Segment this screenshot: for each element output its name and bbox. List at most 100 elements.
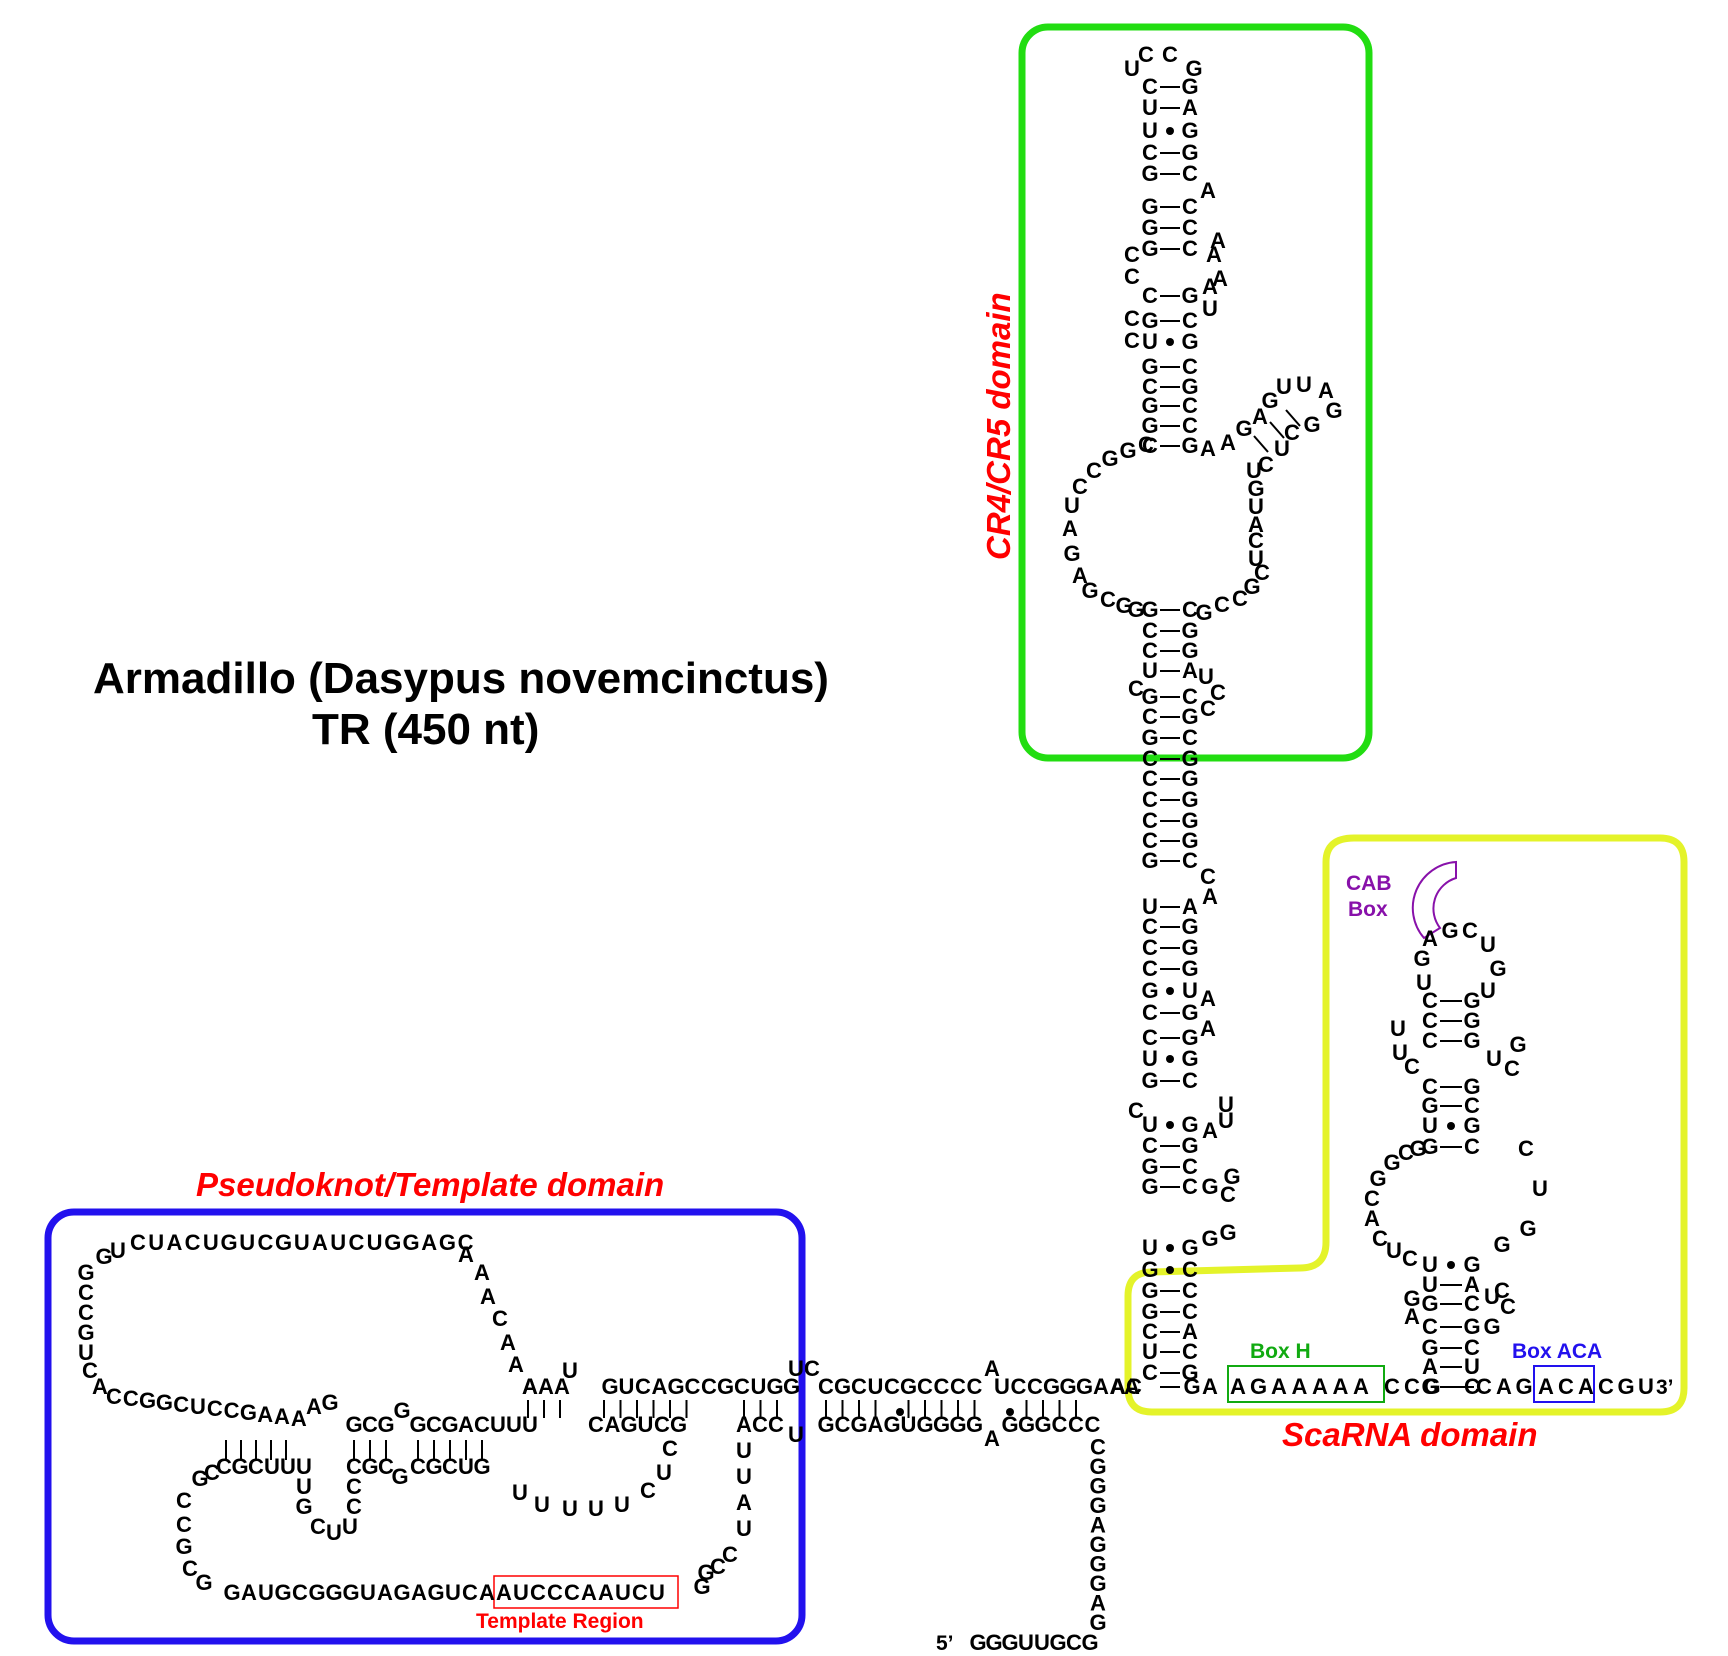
pk-right-loop-nt: C (640, 1478, 656, 1503)
cr4-stem-right-nt: C (1182, 215, 1198, 240)
pk-right-loop-nt: U (562, 1496, 578, 1521)
sca-loop-right-nt: U (1532, 1176, 1548, 1201)
stem-left-nt: U (1142, 1112, 1158, 1137)
stem-right-nt: G (1181, 914, 1198, 939)
p3-bottom-nt: G (670, 1412, 687, 1437)
cr4-bulge-right-nt: U (1202, 296, 1218, 321)
template-row-nt: U (649, 1580, 665, 1605)
box-h-sequence-nt: A (1333, 1374, 1349, 1399)
box-aca-outline (1533, 1365, 1595, 1403)
pk-cgcug-nt: G (473, 1454, 490, 1479)
p1-bottom-nt: G (1034, 1412, 1051, 1437)
pk-inner-top-nt: G (345, 1412, 362, 1437)
pk-cgcug-nt: C (410, 1454, 426, 1479)
stem-right-nt: A (1182, 894, 1198, 919)
cr4-stem-right-nt: G (1181, 140, 1198, 165)
cr4-side-loop-nt: U (1296, 372, 1312, 397)
stem-left-nt: G (1141, 1257, 1158, 1282)
pk-top-loop-nt: C (130, 1230, 146, 1255)
stem-right-nt: C (1182, 1299, 1198, 1324)
stem-right-nt: A (1182, 658, 1198, 683)
sca-stem-right-nt: G (1463, 1074, 1480, 1099)
cr4-stem-left-nt: G (1141, 215, 1158, 240)
cr4-side-return-nt: U (1274, 436, 1290, 461)
pk-top-loop-nt: U (330, 1230, 346, 1255)
p2a-loop-nt: G (697, 1560, 714, 1585)
stem-right-nt: G (1181, 1235, 1198, 1260)
pk-inner-top-nt: G (393, 1398, 410, 1423)
stem-left-nt: G (1141, 1299, 1158, 1324)
stem-right-nt: C (1182, 1257, 1198, 1282)
pk-left-loop-nt: C (78, 1280, 94, 1305)
stem-bulge-ucc-nt: C (1128, 676, 1144, 701)
pk-cc-nt: C (346, 1454, 362, 1479)
stem-left-nt: C (1142, 638, 1158, 663)
sca-loop-left-nt: A (1364, 1206, 1380, 1231)
pk-gu-nt: U (110, 1238, 126, 1263)
template-row-nt: A (581, 1580, 597, 1605)
stem-bulge-a-nt: A (1200, 1016, 1216, 1041)
p1-vertical-nt: G (1089, 1571, 1106, 1596)
p3-top-nt: G (601, 1374, 618, 1399)
p1-vertical-nt: G (1089, 1454, 1106, 1479)
cr4-stem-right-nt: C (1182, 161, 1198, 186)
wobble-pair-dot (896, 1408, 904, 1416)
pk-bottom-row-nt: G (240, 1400, 257, 1425)
pk-right-loop-nt: U (588, 1496, 604, 1521)
five-prime-end-label: 5’ (936, 1632, 954, 1655)
stem-right-nt: C (1182, 1339, 1198, 1364)
sca-ccg-nt: G (1423, 1374, 1440, 1399)
pk-right-descent-nt: A (458, 1242, 474, 1267)
template-row-nt: A (598, 1580, 614, 1605)
cr4-bulge-right-nt: A (1206, 242, 1222, 267)
p1-bottom-nt: C (1085, 1412, 1101, 1437)
cab-box-sequence-nt: G (1441, 918, 1458, 943)
stem-left-nt: G (1141, 1154, 1158, 1179)
box-h-sequence-nt: A (1230, 1374, 1246, 1399)
cr4-stem-right-nt: G (1181, 283, 1198, 308)
p2-bottom-nt: G (850, 1412, 867, 1437)
sca-ga-nt: G (1183, 1374, 1200, 1399)
p3-top-nt: U (619, 1374, 635, 1399)
box-h-sequence-nt: G (1250, 1374, 1267, 1399)
pk-ugcuu-nt: G (295, 1494, 312, 1519)
p2-top-nt: G (900, 1374, 917, 1399)
pk-ugcuu-nt: U (326, 1520, 342, 1545)
stem-right-nt: G (1181, 935, 1198, 960)
pk-inner-bottom-nt: U (264, 1454, 280, 1479)
wobble-pair-dot (1006, 1408, 1014, 1416)
box-h-sequence-nt: A (1312, 1374, 1328, 1399)
five-prime-tail-nt: G (1081, 1630, 1098, 1655)
pk-cgcug-nt: U (458, 1454, 474, 1479)
pk-top-loop-nt: G (439, 1230, 456, 1255)
cr4-stem-left-nt: G (1141, 308, 1158, 333)
template-row-nt: C (292, 1580, 308, 1605)
stem-right-nt: C (1182, 597, 1198, 622)
template-region-box (493, 1575, 679, 1609)
pk-inner-top-nt: G (377, 1412, 394, 1437)
pk-inner-bottom-nt: U (296, 1454, 312, 1479)
pk-cgcug-nt: G (425, 1454, 442, 1479)
sca-apical-nt: U (1480, 932, 1496, 957)
cr4-loop-left-nt: C (1100, 587, 1116, 612)
sca-loop2-right-nt: U (1486, 1046, 1502, 1071)
title-line1: Armadillo (Dasypus novemcinctus) (93, 654, 829, 703)
pk-right-descent-nt: A (508, 1352, 524, 1377)
base-pair-layer (225, 86, 1474, 1460)
stem-right-nt: G (1181, 808, 1198, 833)
cr4-stem-right-nt: C (1182, 308, 1198, 333)
stem-left-nt: C (1142, 746, 1158, 771)
pk-ugcuu-nt: U (342, 1514, 358, 1539)
stem-right-nt: U (1182, 978, 1198, 1003)
p2a-loop-nt: C (722, 1542, 738, 1567)
pk-left-loop-nt: C (78, 1300, 94, 1325)
cab-box-sequence-nt: U (1416, 970, 1432, 995)
cab-box-outline (1411, 860, 1457, 940)
cr4-bulge-left-nt: C (1124, 264, 1140, 289)
cr4-loop-left-nt: G (1127, 597, 1144, 622)
p1-vertical-nt: G (1089, 1532, 1106, 1557)
cr4-loop-right-up-nt: U (1246, 458, 1262, 483)
box-h-sequence-nt: A (1292, 1374, 1308, 1399)
stem-right-nt: G (1181, 704, 1198, 729)
pk-top-loop-nt: C (458, 1230, 474, 1255)
